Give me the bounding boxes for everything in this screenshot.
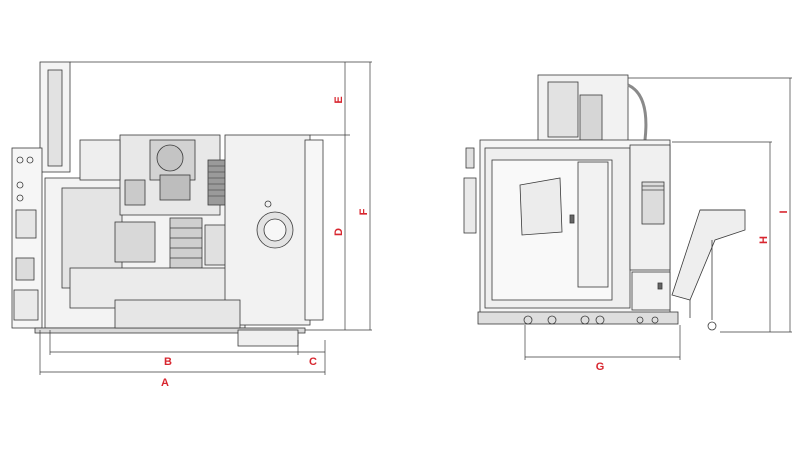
dim-label-h: H (758, 236, 770, 244)
dim-label-a: A (161, 377, 169, 389)
top-view-machine (11, 61, 345, 347)
dim-label-g: G (596, 361, 605, 373)
top-view-dimensions (39, 61, 372, 375)
side-base (477, 311, 679, 325)
dim-label-d: D (333, 228, 345, 236)
door-window (519, 177, 563, 236)
dim-label-c: C (309, 356, 317, 368)
dim-label-i: I (778, 210, 790, 213)
side-view-dimensions (524, 77, 792, 360)
dim-label-e: E (333, 96, 345, 103)
chip-conveyor (671, 209, 746, 301)
dim-label-f: F (358, 208, 370, 215)
base-tray (114, 299, 241, 329)
dim-label-b: B (164, 356, 172, 368)
side-view-machine (463, 74, 746, 331)
control-screen (641, 181, 665, 225)
